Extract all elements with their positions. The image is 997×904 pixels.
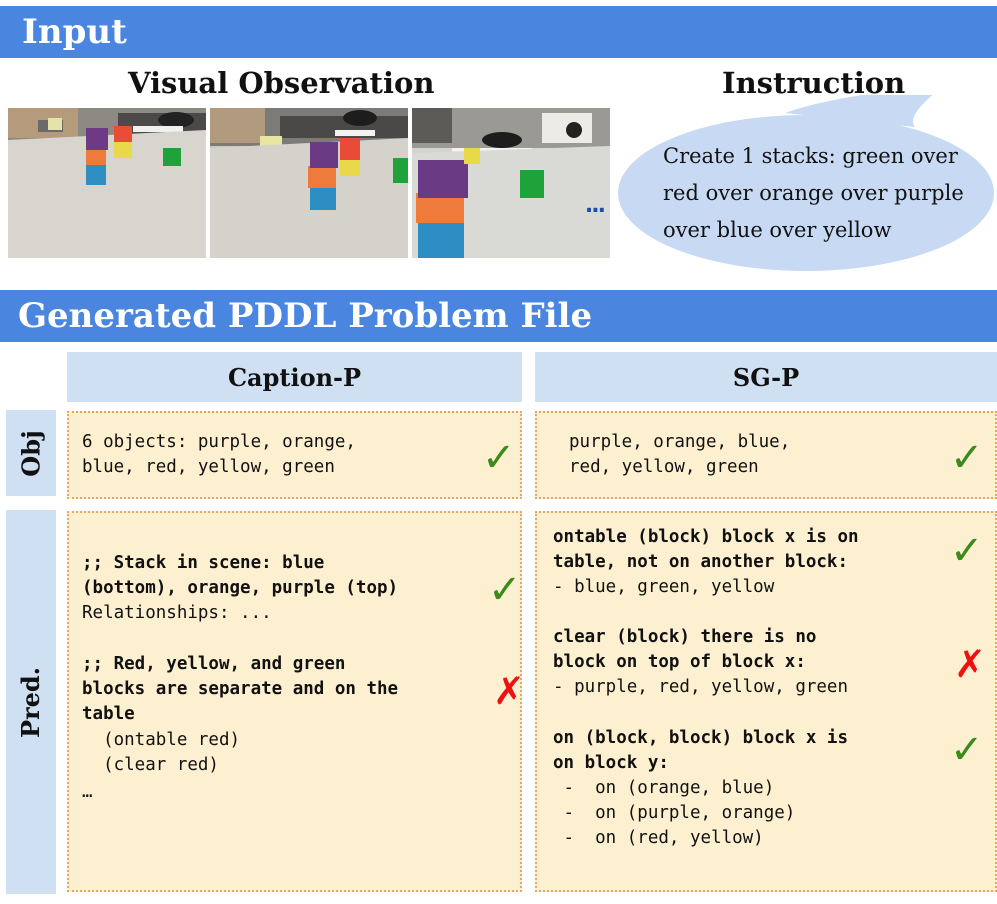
sg-on-line-1: on (block, block) block x is bbox=[553, 728, 849, 748]
column-header-caption-p: Caption-P bbox=[67, 352, 522, 402]
more-frames-indicator: ... bbox=[584, 193, 606, 218]
caption-code-line-1: (ontable red) bbox=[82, 730, 241, 750]
pddl-title: Generated PDDL Problem File bbox=[18, 296, 593, 336]
caption-separate-line-3: table bbox=[82, 704, 135, 724]
row-label: Obj bbox=[16, 429, 46, 477]
observation-image-1 bbox=[8, 108, 206, 258]
caption-relationships: Relationships: ... bbox=[82, 603, 272, 623]
sg-on-item-2: - on (purple, orange) bbox=[553, 803, 796, 823]
observation-image-3: ... bbox=[412, 108, 610, 258]
sg-ontable-line-2: table, not on another block: bbox=[553, 552, 849, 572]
column-label: SG-P bbox=[732, 362, 800, 392]
check-icon: ✓ bbox=[950, 528, 984, 574]
check-icon: ✓ bbox=[488, 567, 522, 613]
sg-on-line-2: on block y: bbox=[553, 753, 669, 773]
row-header-pred: Pred. bbox=[6, 510, 56, 894]
visual-observation-title: Visual Observation bbox=[128, 66, 435, 100]
sg-clear-items: - purple, red, yellow, green bbox=[553, 677, 849, 697]
sg-ontable-line-1: ontable (block) block x is on bbox=[553, 527, 859, 547]
caption-stack-line-1: ;; Stack in scene: blue bbox=[82, 553, 325, 573]
sg-on-item-3: - on (red, yellow) bbox=[553, 828, 764, 848]
caption-separate-line-1: ;; Red, yellow, and green bbox=[82, 654, 346, 674]
cross-icon: ✗ bbox=[493, 669, 525, 713]
sg-p-predicates-cell bbox=[535, 511, 997, 892]
cross-icon: ✗ bbox=[954, 642, 986, 686]
caption-objects-line-2: blue, red, yellow, green bbox=[82, 457, 335, 477]
sg-p-objects-cell bbox=[535, 411, 997, 499]
sg-clear-line-1: clear (block) there is no bbox=[553, 627, 817, 647]
check-icon: ✓ bbox=[482, 435, 516, 481]
input-banner: Input bbox=[0, 6, 997, 58]
column-header-sg-p: SG-P bbox=[535, 352, 997, 402]
instruction-speech-bubble bbox=[618, 95, 994, 271]
sg-clear-line-2: block on top of block x: bbox=[553, 652, 806, 672]
caption-p-predicates-cell bbox=[67, 511, 522, 892]
caption-p-objects-cell bbox=[67, 411, 522, 499]
sg-objects-line-2: red, yellow, green bbox=[569, 457, 759, 477]
caption-separate-line-2: blocks are separate and on the bbox=[82, 679, 399, 699]
caption-objects-line-1: 6 objects: purple, orange, bbox=[82, 432, 356, 452]
check-icon: ✓ bbox=[950, 435, 984, 481]
instruction-text: Create 1 stacks: green over red over ora… bbox=[663, 144, 964, 242]
check-icon: ✓ bbox=[950, 727, 984, 773]
observation-image-2 bbox=[210, 108, 408, 258]
caption-code-line-2: (clear red) bbox=[82, 755, 219, 775]
pddl-banner: Generated PDDL Problem File bbox=[0, 290, 997, 342]
sg-on-item-1: - on (orange, blue) bbox=[553, 778, 775, 798]
caption-ellipsis: … bbox=[82, 782, 93, 802]
row-label: Pred. bbox=[16, 666, 46, 738]
input-title: Input bbox=[22, 12, 127, 52]
sg-ontable-items: - blue, green, yellow bbox=[553, 577, 775, 597]
column-label: Caption-P bbox=[227, 362, 362, 392]
caption-stack-line-2: (bottom), orange, purple (top) bbox=[82, 578, 399, 598]
sg-objects-line-1: purple, orange, blue, bbox=[569, 432, 791, 452]
row-header-obj: Obj bbox=[6, 410, 56, 496]
